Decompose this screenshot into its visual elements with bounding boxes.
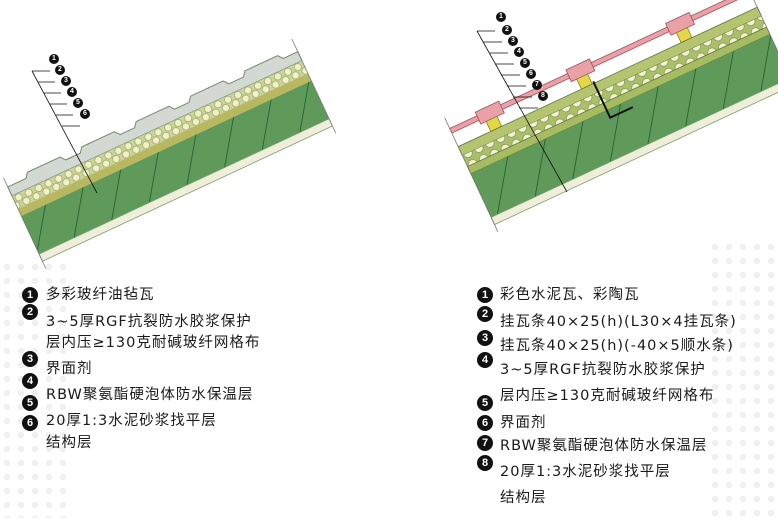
legend-text: 3~5厚RGF抗裂防水胶浆保护: [500, 362, 706, 378]
legend-text: 界面剂: [46, 361, 93, 377]
legend-text: RBW聚氨酯硬泡体防水保温层: [46, 387, 254, 403]
legend-marker-6: 6: [22, 415, 38, 431]
legend-text: 20厚1:3水泥砂浆找平层: [500, 464, 671, 480]
structure-layer: [470, 34, 778, 218]
legend-marker-5: 5: [22, 395, 38, 411]
legend-marker-1: 1: [22, 287, 38, 303]
callout-3: 3: [61, 76, 71, 86]
legend-marker-1: 1: [477, 287, 493, 303]
legend-marker-8: 8: [477, 455, 493, 471]
legend-marker-4: 4: [477, 352, 493, 368]
legend-text: 挂瓦条40×25(h)(-40×5顺水条): [500, 338, 734, 354]
callout-1: 1: [49, 54, 59, 64]
legend-marker-6: 6: [477, 415, 493, 431]
callout-6: 6: [80, 109, 90, 119]
callout-2: 2: [55, 65, 65, 75]
callout-7: 7: [532, 80, 542, 90]
right-leader-lines: [476, 30, 568, 193]
legend-marker-3: 3: [477, 330, 493, 346]
legend-marker-7: 7: [477, 435, 493, 451]
shingle-tile-layer: [7, 51, 303, 197]
legend-marker-2: 2: [22, 304, 38, 320]
legend-marker-4: 4: [22, 373, 38, 389]
callout-3: 3: [508, 36, 518, 46]
right-roof-section: [444, 0, 778, 232]
legend-text: RBW聚氨酯硬泡体防水保温层: [500, 438, 708, 454]
callout-2: 2: [502, 25, 512, 35]
legend-text: 层内压≥130克耐碱玻纤网格布: [46, 335, 261, 351]
callout-6: 6: [526, 69, 536, 79]
roof-section-diagrams: [3, 0, 778, 269]
callout-8: 8: [538, 91, 548, 101]
legend-text: 层内压≥130克耐碱玻纤网格布: [500, 388, 715, 404]
legend-text: 3~5厚RGF抗裂防水胶浆保护: [46, 314, 252, 330]
callout-5: 5: [520, 58, 530, 68]
legend-marker-3: 3: [22, 351, 38, 367]
callout-4: 4: [67, 87, 77, 97]
legend-text: 20厚1:3水泥砂浆找平层: [46, 413, 217, 429]
callout-1: 1: [496, 12, 506, 22]
left-leader-lines: [31, 70, 98, 194]
background-pattern: [708, 240, 778, 518]
background-pattern: [0, 260, 70, 518]
anchor-bar: [592, 80, 634, 119]
callout-4: 4: [514, 47, 524, 57]
legend-text: 结构层: [46, 435, 93, 451]
foam-insulation-layer: [462, 16, 767, 167]
legend-marker-5: 5: [477, 395, 493, 411]
legend-text: 挂瓦条40×25(h)(L30×4挂瓦条): [500, 314, 737, 330]
callout-5: 5: [73, 98, 83, 108]
structure-layer: [21, 80, 330, 255]
left-roof-section: [3, 38, 337, 269]
legend-text: 结构层: [500, 490, 547, 506]
legend-marker-2: 2: [477, 306, 493, 322]
leveling-layer: [17, 73, 312, 216]
legend-text: 多彩玻纤油毡瓦: [46, 287, 155, 303]
legend-text: 彩色水泥瓦、彩陶瓦: [500, 287, 640, 303]
legend-text: 界面剂: [500, 415, 547, 431]
